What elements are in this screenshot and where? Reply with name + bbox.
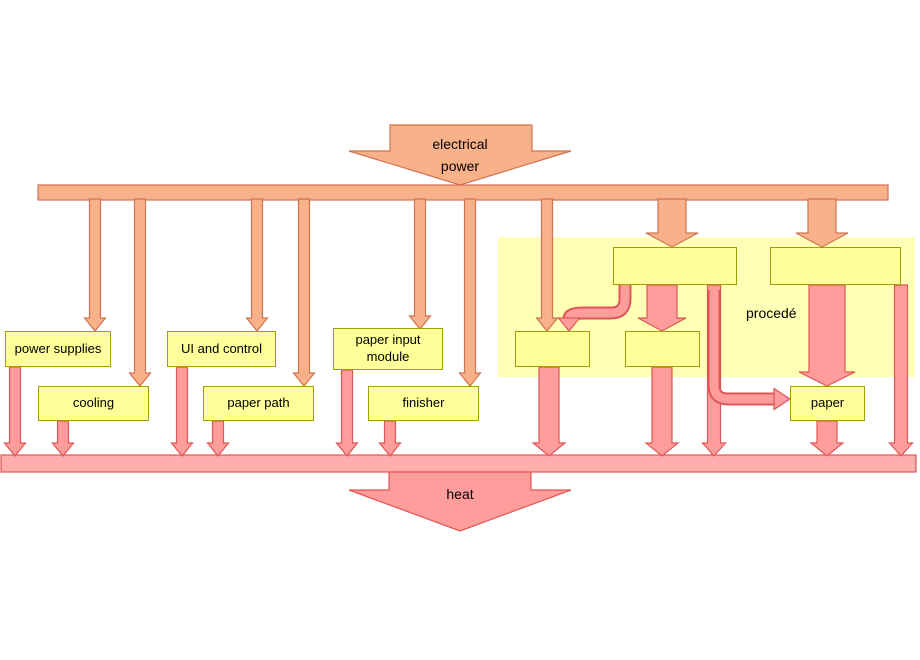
box-process-left-small bbox=[515, 331, 590, 367]
power-bus-bar bbox=[37, 184, 889, 201]
box-paper-path: paper path bbox=[203, 386, 314, 421]
electrical-power-label: electrical power bbox=[432, 136, 488, 174]
box-paper-path-label: paper path bbox=[227, 395, 290, 411]
box-process-2 bbox=[770, 247, 901, 285]
arrow-process-box1-to-left-small bbox=[557, 284, 632, 332]
box-paper-input-module-label: paper input module bbox=[355, 332, 421, 364]
heat-from-ui-and-control bbox=[170, 366, 194, 457]
box-paper: paper bbox=[790, 386, 865, 421]
arrow-power-to-process-box-1 bbox=[645, 198, 699, 248]
heat-label: heat bbox=[446, 486, 474, 502]
heat-from-power-supplies bbox=[3, 366, 27, 457]
arrow-process-box1-to-right-small bbox=[637, 284, 687, 332]
heat-from-finisher bbox=[378, 420, 402, 457]
box-power-supplies: power supplies bbox=[5, 331, 111, 367]
arrow-power-to-cooling bbox=[128, 198, 152, 387]
procede-label: procedé bbox=[746, 305, 797, 321]
box-process-right-small bbox=[625, 331, 700, 367]
arrow-power-to-process-left bbox=[535, 198, 559, 332]
heat-from-paper-path bbox=[206, 420, 230, 457]
arrow-power-to-finisher bbox=[458, 198, 482, 387]
arrow-power-to-ui-and-control bbox=[245, 198, 269, 332]
box-process-1 bbox=[613, 247, 737, 285]
box-finisher-label: finisher bbox=[402, 395, 445, 411]
box-finisher: finisher bbox=[368, 386, 479, 421]
heat-from-paper-input-module bbox=[335, 369, 359, 457]
box-ui-and-control-label: UI and control bbox=[181, 340, 262, 356]
heat-from-cooling bbox=[51, 420, 75, 457]
arrow-power-to-power-supplies bbox=[83, 198, 107, 332]
box-power-supplies-label: power supplies bbox=[14, 340, 102, 356]
box-cooling-label: cooling bbox=[72, 395, 115, 411]
box-ui-and-control: UI and control bbox=[167, 331, 276, 367]
box-paper-label: paper bbox=[810, 395, 845, 411]
heat-from-process-box-2 bbox=[888, 284, 914, 457]
arrow-power-to-paper-input-module bbox=[408, 198, 432, 330]
heat-from-process-right-small bbox=[644, 366, 680, 457]
heat-arrow bbox=[348, 471, 572, 532]
box-cooling: cooling bbox=[38, 386, 149, 421]
arrow-power-to-paper-path bbox=[292, 198, 316, 387]
arrow-process-box1-to-paper-branch bbox=[707, 290, 792, 411]
heat-bus-bar bbox=[0, 454, 917, 473]
arrow-power-to-process-box-2 bbox=[795, 198, 849, 248]
electrical-power-arrow bbox=[348, 124, 572, 186]
heat-from-paper bbox=[809, 420, 845, 457]
box-paper-input-module: paper input module bbox=[333, 328, 443, 370]
arrow-process-box2-to-paper bbox=[798, 284, 856, 387]
heat-from-process-left-small bbox=[531, 366, 567, 457]
